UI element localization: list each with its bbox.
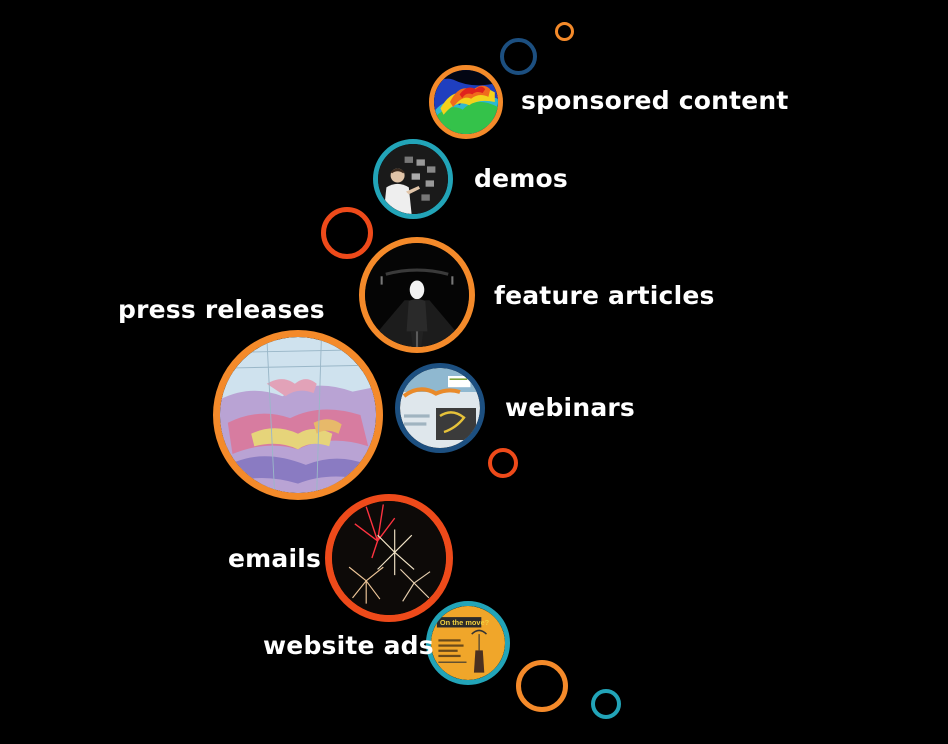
decorative-ring: [591, 689, 621, 719]
presenter-image: [378, 144, 448, 214]
webinars-label[interactable]: webinars: [505, 393, 635, 422]
decorative-ring: [488, 448, 518, 478]
website-ads-bubble[interactable]: On the move?: [426, 601, 510, 685]
demos-bubble[interactable]: [373, 139, 453, 219]
ad-image: On the move?: [431, 606, 505, 680]
emails-bubble[interactable]: [325, 494, 453, 622]
tunnel-image: [365, 243, 469, 347]
press-releases-bubble[interactable]: [213, 330, 383, 500]
decorative-ring: [516, 660, 568, 712]
sponsored-content-bubble[interactable]: [429, 65, 503, 139]
terrain-map-image: [434, 70, 498, 134]
fireworks-image: [332, 501, 446, 615]
decorative-ring: [555, 22, 574, 41]
ad-title: On the move?: [440, 618, 490, 627]
emails-label[interactable]: emails: [228, 544, 322, 573]
decorative-ring: [321, 207, 373, 259]
webinars-bubble[interactable]: [395, 363, 485, 453]
geologic-map-image: [220, 337, 376, 493]
website-ads-label[interactable]: website ads: [263, 631, 434, 660]
demos-label[interactable]: demos: [474, 164, 568, 193]
sponsored-content-label[interactable]: sponsored content: [521, 86, 789, 115]
press-releases-label[interactable]: press releases: [118, 295, 325, 324]
feature-articles-bubble[interactable]: [359, 237, 475, 353]
webinar-screen-image: [400, 368, 480, 448]
decorative-ring: [500, 38, 537, 75]
feature-articles-label[interactable]: feature articles: [494, 281, 715, 310]
